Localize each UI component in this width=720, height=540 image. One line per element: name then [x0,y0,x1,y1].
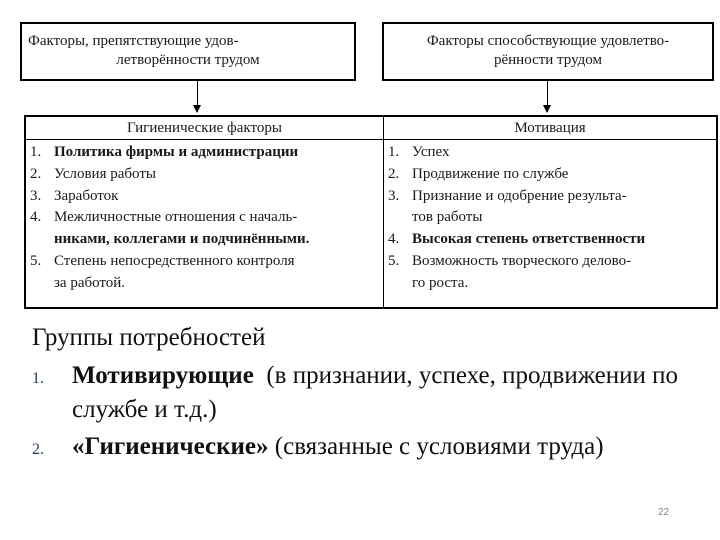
item-text: Продвижение по службе [412,165,569,182]
item-bold-term: «Гигиенические» [72,433,269,460]
list-item: 5. Степень непосредственного контроля [26,251,383,273]
item-text: «Гигиенические» (связанные с условиями т… [72,430,720,467]
item-text: за работой. [54,274,126,291]
item-description: (в признании, успехе, продвижении по слу… [72,362,685,423]
hygiene-factors-column: Гигиенические факторы 1. Политика фирмы и… [26,117,384,307]
item-text: Возможность творческого делово- [412,252,632,269]
needs-group-item: 2. «Гигиенические» (связанные с условиям… [32,430,720,467]
item-number [384,207,412,229]
needs-groups-title: Группы потребностей [32,324,266,351]
hindering-factors-line1: Факторы, препятствующие удов- [28,33,239,49]
item-number [384,273,412,295]
item-text: никами, коллегами и подчинёнными. [54,231,310,248]
hygiene-factors-list: 1. Политика фирмы и администрации 2. Услов… [26,140,383,295]
item-number: 2. [388,165,400,182]
list-item: никами, коллегами и подчинёнными. [26,229,383,251]
item-number: 3. [388,187,400,204]
hygiene-factors-header: Гигиенические факторы [26,117,383,140]
hindering-factors-box: Факторы, препятствующие удов- летворённо… [20,22,356,81]
item-number: 5. [30,252,42,269]
list-item: 2. Продвижение по службе [384,164,716,186]
list-item: 1. Политика фирмы и администрации [26,142,383,164]
item-text: Успех [412,144,450,160]
list-item: 2. Условия работы [26,164,383,186]
needs-groups-section: Группы потребностей 1. Мотивирующие (в п… [32,322,720,470]
item-text: Политика фирмы и администрации [54,144,299,160]
item-text: Межличностные отношения с началь- [54,209,298,226]
motivation-column: Мотивация 1. Успех 2. Продвижение по служб… [384,117,716,307]
list-item: 1. Успех [384,142,716,164]
promoting-factors-box: Факторы способствующие удовлетво- рённос… [382,22,714,81]
item-text: тов работы [412,209,483,226]
item-number: 2. [30,165,42,182]
hindering-factors-line2: летворённости трудом [116,52,260,68]
promoting-factors-line1: Факторы способствующие удовлетво- [426,33,670,49]
list-item: 3. Признание и одобрение результа- [384,186,716,208]
list-item: 4. Межличностные отношения с началь- [26,207,383,229]
list-item: 3. Заработок [26,186,383,208]
item-number [26,273,54,295]
item-number: 1. [32,370,44,387]
motivation-list: 1. Успех 2. Продвижение по службе 3. Призна… [384,140,716,295]
promoting-factors-line2: рённости трудом [493,52,602,68]
list-item: 4. Высокая степень ответственности [384,229,716,251]
item-text: Степень непосредственного контроля [54,252,295,269]
item-bold-term: Мотивирующие [72,362,254,389]
item-number: 1. [30,144,42,160]
item-text: Признание и одобрение результа- [412,187,627,204]
list-item: го роста. [384,273,716,295]
item-text: го роста. [412,274,469,291]
item-text: Заработок [54,187,119,204]
arrow-down-icon [543,81,551,113]
item-number: 4. [30,209,42,226]
item-number: 2. [32,441,44,458]
item-text: Высокая степень ответственности [412,231,646,248]
needs-group-item: 1. Мотивирующие (в признании, успехе, пр… [32,359,720,427]
list-item: 5. Возможность творческого делово- [384,251,716,273]
list-item: за работой. [26,273,383,295]
page-number: 22 [658,507,670,518]
item-number: 3. [30,187,42,204]
motivation-header: Мотивация [384,117,716,140]
list-item: тов работы [384,207,716,229]
item-description: (связанные с условиями труда) [268,433,604,460]
item-number: 4. [388,231,400,248]
arrow-down-icon [193,81,201,113]
factors-table: Гигиенические факторы 1. Политика фирмы и… [24,115,718,309]
item-number: 5. [388,252,400,269]
item-text: Условия работы [54,165,156,182]
item-text: Мотивирующие (в признании, успехе, продв… [72,359,720,427]
item-number [26,229,54,251]
item-number: 1. [388,144,400,160]
